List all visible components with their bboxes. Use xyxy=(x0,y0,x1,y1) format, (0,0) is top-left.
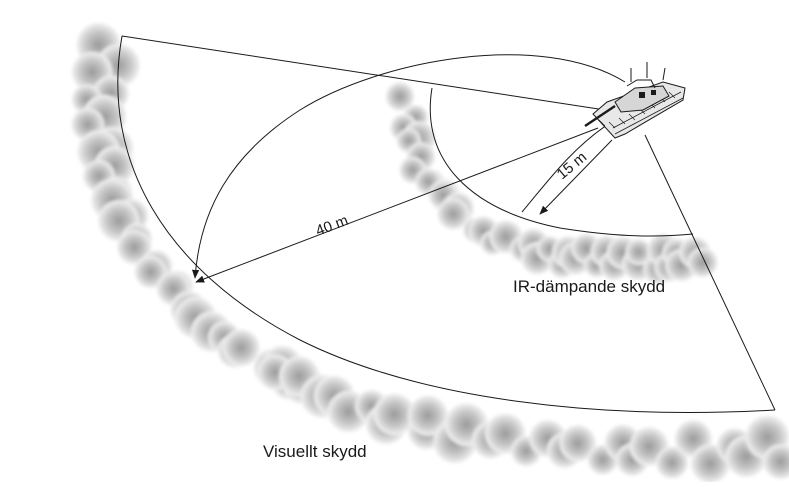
bush-shape xyxy=(373,393,416,436)
ir-distance-text: 15 m xyxy=(554,149,590,183)
ir-cover-vegetation xyxy=(385,82,718,285)
sector-boundary-line-left xyxy=(121,35,606,111)
ir-distance-label: 15 m xyxy=(554,149,590,183)
visual-cover-vegetation xyxy=(71,22,789,484)
bush-shape xyxy=(687,247,718,278)
bush-shape xyxy=(407,395,448,436)
bush-shape xyxy=(559,425,596,462)
visual-cover-arc xyxy=(117,35,776,413)
visual-range-swing-arc xyxy=(192,54,626,279)
ir-distance-arrow xyxy=(539,139,613,215)
bush-shape xyxy=(385,82,415,111)
ir-range-swing-arc xyxy=(521,124,608,213)
bush-shape xyxy=(437,198,470,230)
bush-shape xyxy=(763,444,789,480)
visual-distance-arrow xyxy=(195,127,599,283)
bush-shape xyxy=(625,239,652,266)
sector-boundary-line-right xyxy=(644,134,776,411)
ir-cover-label: IR-dämpande skydd xyxy=(513,277,665,296)
bush-shape xyxy=(222,329,260,367)
visual-cover-label: Visuellt skydd xyxy=(263,442,367,461)
bush-shape xyxy=(117,229,152,265)
visual-distance-label: 40 m xyxy=(313,212,350,240)
ir-cover-arc xyxy=(429,87,694,237)
bush-shape xyxy=(655,446,689,479)
bush-shape xyxy=(134,255,167,289)
tank-icon xyxy=(584,62,686,139)
visual-distance-text: 40 m xyxy=(313,212,350,240)
